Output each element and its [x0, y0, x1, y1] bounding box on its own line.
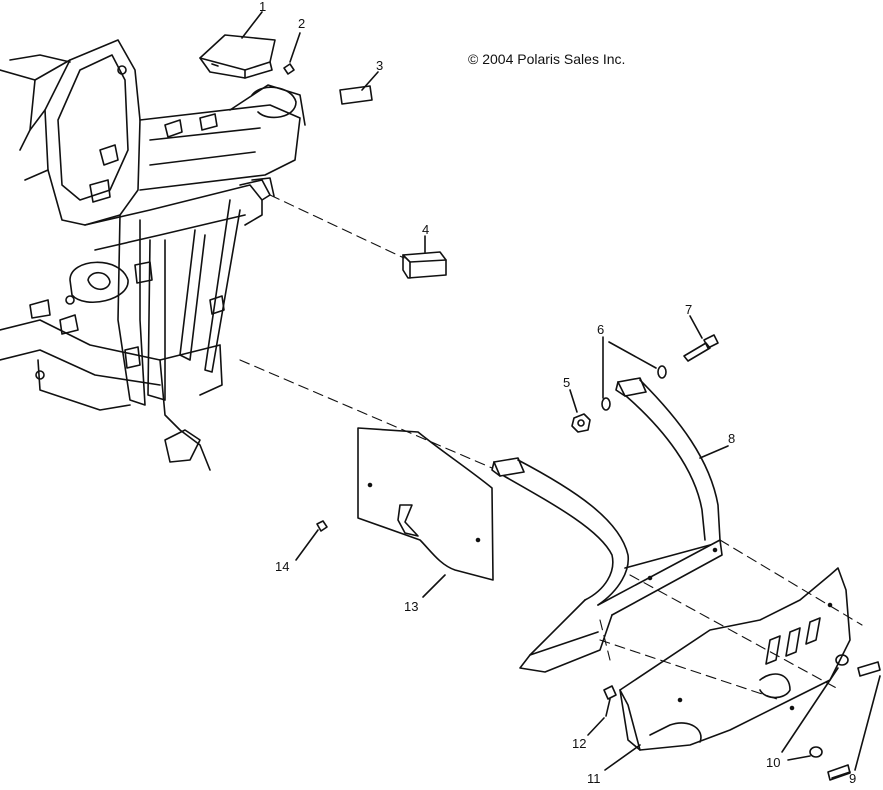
callout-5: 5	[563, 375, 571, 390]
part-5-nut	[569, 389, 591, 433]
callout-10: 10	[766, 755, 781, 770]
callout-3: 3	[376, 58, 384, 73]
part-14-screw	[295, 520, 328, 561]
part-6-washers	[601, 336, 667, 411]
callout-6: 6	[597, 322, 605, 337]
callout-11: 11	[587, 771, 601, 786]
part-11-skid-plate	[604, 567, 851, 771]
part-10-washers	[781, 654, 849, 761]
callout-7: 7	[685, 302, 693, 317]
part-4-spacer	[402, 235, 447, 279]
part-1-bracket	[199, 11, 276, 79]
callout-9: 9	[849, 771, 857, 786]
copyright-text: © 2004 Polaris Sales Inc.	[468, 51, 626, 67]
frame-assembly	[0, 39, 306, 471]
part-9-bolts	[827, 661, 881, 781]
alignment-lines	[239, 194, 863, 701]
callout-13: 13	[404, 599, 419, 614]
callout-1: 1	[259, 0, 267, 14]
callout-14: 14	[275, 559, 290, 574]
part-8-bumper	[491, 377, 729, 673]
part-12-screw	[587, 685, 617, 736]
callout-4: 4	[422, 222, 430, 237]
callout-8: 8	[728, 431, 736, 446]
part-3-decal	[339, 71, 379, 105]
callout-2: 2	[298, 16, 306, 31]
part-7-bolt	[683, 315, 719, 362]
part-13-shield-panel	[357, 427, 494, 598]
part-2-screw	[283, 32, 301, 75]
callout-12: 12	[572, 736, 587, 751]
